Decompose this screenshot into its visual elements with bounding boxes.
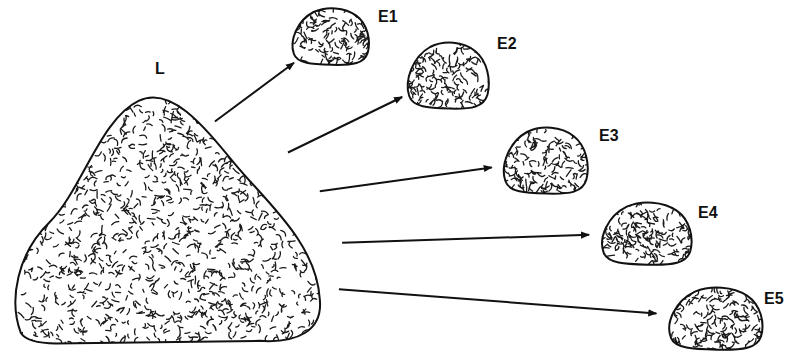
small-rock: E1 xyxy=(289,6,371,66)
rock-label: L xyxy=(155,61,165,77)
small-rock: E4 xyxy=(598,200,694,266)
arrow-connector xyxy=(342,235,589,243)
rock-shape xyxy=(598,200,694,266)
rock-label: E4 xyxy=(698,205,718,221)
large-rock: L xyxy=(5,88,323,346)
arrow-connector xyxy=(288,97,402,153)
rock-shape xyxy=(665,285,765,351)
arrow-connector xyxy=(339,289,657,313)
rock-shape xyxy=(289,6,371,66)
rock-label: E1 xyxy=(378,9,398,25)
rock-label: E2 xyxy=(497,36,517,52)
rock-shape xyxy=(500,125,590,195)
rock-shape xyxy=(404,40,491,110)
rock-label: E3 xyxy=(599,128,619,144)
rock-shape xyxy=(5,88,323,346)
small-rock: E2 xyxy=(404,40,491,110)
arrow-connector xyxy=(320,167,492,191)
small-rock: E5 xyxy=(665,285,765,351)
small-rock: E3 xyxy=(500,125,590,195)
arrow-connector xyxy=(215,63,294,122)
rock-label: E5 xyxy=(764,291,784,307)
